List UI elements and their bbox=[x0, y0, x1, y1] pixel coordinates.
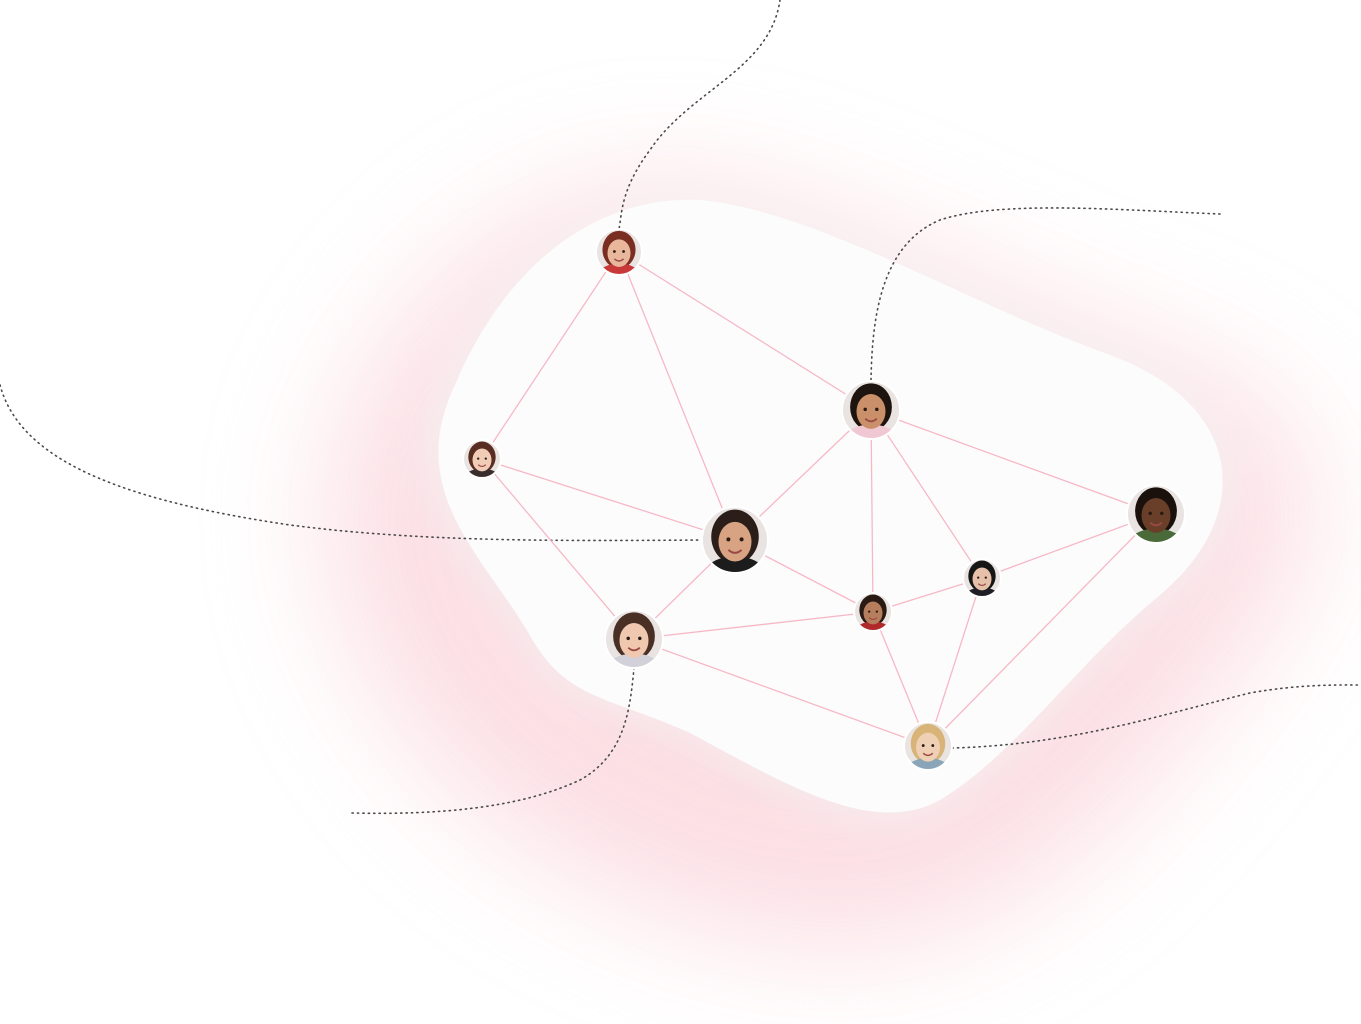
avatar-photo bbox=[596, 229, 642, 275]
external-connectors bbox=[0, 0, 1361, 815]
edge-n5-n9 bbox=[633, 638, 929, 747]
avatar-border bbox=[701, 506, 769, 574]
avatar-photo bbox=[463, 440, 501, 478]
edge-n7-n9 bbox=[927, 577, 983, 747]
avatar-border bbox=[903, 721, 953, 771]
avatar-border bbox=[604, 609, 664, 669]
avatar-border bbox=[962, 558, 1002, 598]
avatar-photo bbox=[854, 593, 892, 631]
edge-n1-n2 bbox=[481, 251, 620, 460]
avatar-node-n4[interactable] bbox=[701, 506, 769, 593]
avatar-photo bbox=[904, 722, 952, 770]
edge-n3-n6 bbox=[870, 409, 874, 613]
avatar-border bbox=[1126, 484, 1186, 544]
avatar-node-n1[interactable] bbox=[595, 228, 643, 289]
avatar-border bbox=[853, 592, 893, 632]
avatar-node-n6[interactable] bbox=[853, 592, 893, 642]
avatar-node-n8[interactable] bbox=[1126, 484, 1186, 560]
avatar-node-n9[interactable] bbox=[903, 721, 953, 784]
edge-n8-n9 bbox=[927, 513, 1157, 747]
avatar-border bbox=[595, 228, 643, 276]
avatar-photo bbox=[963, 559, 1001, 597]
connector-left bbox=[0, 384, 703, 542]
edge-n2-n5 bbox=[481, 458, 635, 640]
avatar-node-n5[interactable] bbox=[604, 609, 664, 685]
connector-top-right bbox=[870, 207, 1221, 382]
edge-n3-n8 bbox=[870, 409, 1157, 515]
connector-top bbox=[618, 0, 781, 230]
edge-n1-n3 bbox=[618, 251, 872, 411]
avatar-node-n3[interactable] bbox=[841, 380, 901, 456]
edge-n7-n8 bbox=[981, 513, 1157, 579]
avatar-node-n2[interactable] bbox=[462, 439, 502, 489]
avatar-photo bbox=[1127, 485, 1185, 543]
edge-n5-n6 bbox=[633, 611, 874, 640]
avatar-border bbox=[462, 439, 502, 479]
edge-n2-n4 bbox=[481, 458, 736, 541]
network-nodes bbox=[462, 228, 1186, 784]
edge-n1-n4 bbox=[618, 251, 736, 541]
connector-bottom-left bbox=[351, 667, 635, 815]
background-glow bbox=[326, 183, 1314, 948]
avatar-photo bbox=[702, 507, 768, 573]
avatar-node-n7[interactable] bbox=[962, 558, 1002, 608]
connector-bottom-right bbox=[951, 684, 1361, 749]
avatar-photo bbox=[842, 381, 900, 439]
avatar-border bbox=[841, 380, 901, 440]
edge-n3-n7 bbox=[870, 409, 983, 579]
avatar-photo bbox=[605, 610, 663, 668]
